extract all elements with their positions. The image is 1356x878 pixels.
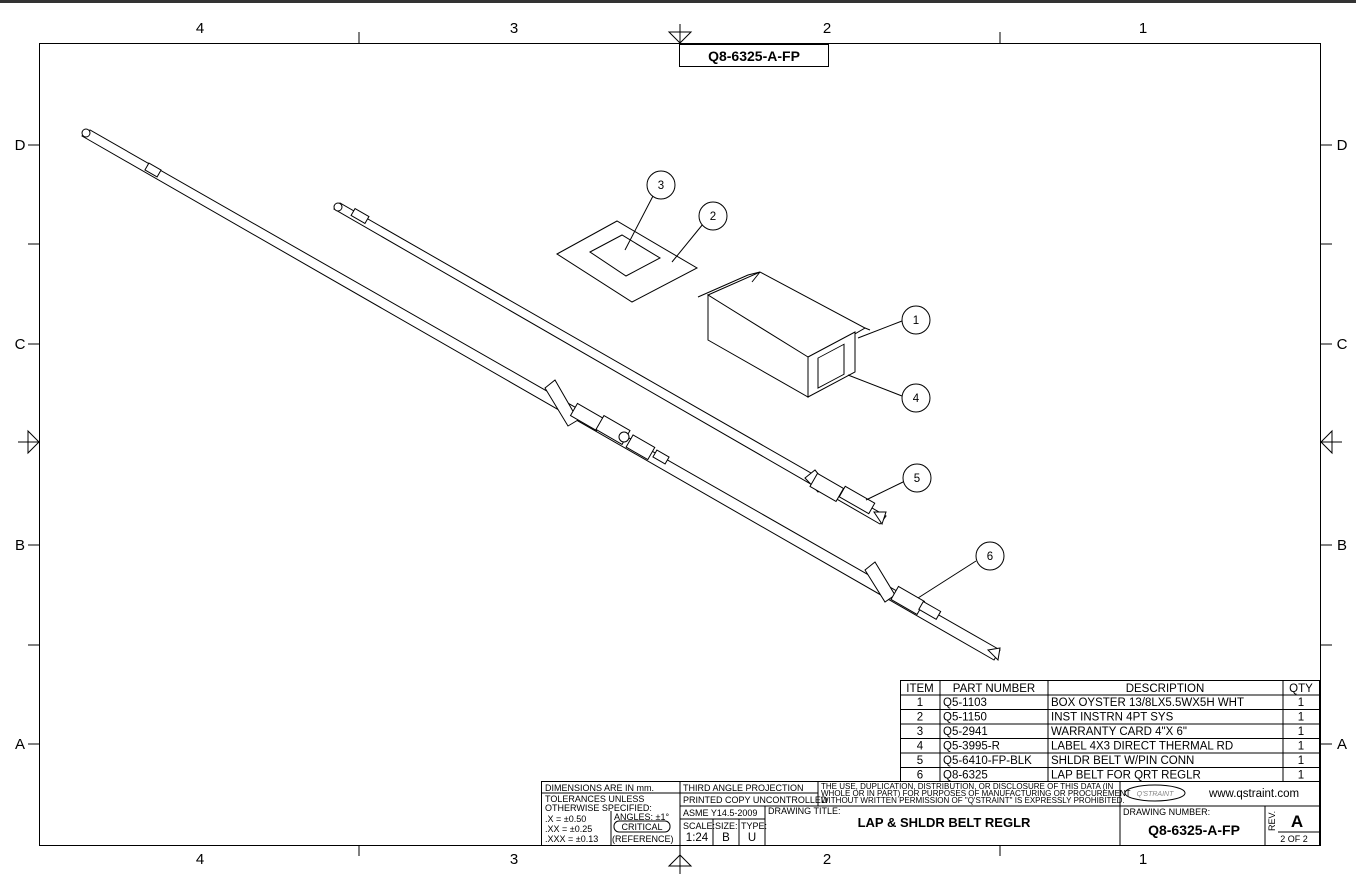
bom-cell-desc: SHLDR BELT W/PIN CONN bbox=[1051, 755, 1194, 767]
bom-header-part: PART NUMBER bbox=[953, 683, 1035, 695]
tb-rev: A bbox=[1291, 812, 1303, 831]
balloon-5: 5 bbox=[902, 463, 932, 493]
zone-col-2: 2 bbox=[823, 20, 831, 37]
bom-cell-qty: 1 bbox=[1298, 726, 1304, 738]
bom-cell-item: 4 bbox=[917, 741, 924, 753]
bom-cell-desc: LAP BELT FOR QRT REGLR bbox=[1051, 770, 1201, 782]
tb-angles: ANGLES: ±1° bbox=[614, 812, 669, 822]
bom-header-desc: DESCRIPTION bbox=[1126, 683, 1205, 695]
warranty-card-drawing bbox=[556, 220, 699, 303]
tb-x2: .XX = ±0.25 bbox=[545, 824, 592, 834]
bom-cell-part: Q5-2941 bbox=[943, 726, 988, 738]
tb-x1: .X = ±0.50 bbox=[545, 814, 586, 824]
tb-size: B bbox=[722, 832, 730, 844]
tb-rev-label: REV. bbox=[1267, 811, 1277, 831]
bom-cell-desc: BOX OYSTER 13/8LX5.5WX5H WHT bbox=[1051, 697, 1244, 709]
bom-cell-part: Q5-6410-FP-BLK bbox=[943, 755, 1032, 767]
sheet-label: Q8-6325-A-FP bbox=[708, 48, 800, 64]
tb-reference: (REFERENCE) bbox=[612, 834, 674, 844]
tb-asme: ASME Y14.5-2009 bbox=[683, 808, 757, 818]
qstraint-logo-text: Q'STRAINT bbox=[1137, 791, 1174, 798]
tb-tol1: TOLERANCES UNLESS bbox=[545, 794, 644, 804]
zone-row-c-right: C bbox=[1337, 336, 1348, 353]
bom-cell-qty: 1 bbox=[1298, 755, 1304, 767]
tb-size-label: SIZE: bbox=[715, 821, 738, 831]
tb-drawing-title: LAP & SHLDR BELT REGLR bbox=[858, 815, 1031, 830]
bom-cell-item: 3 bbox=[917, 726, 923, 738]
svg-text:2: 2 bbox=[710, 211, 716, 223]
zone-ticks bbox=[18, 24, 1342, 874]
bom-table: ITEM PART NUMBER DESCRIPTION QTY bbox=[900, 680, 1320, 782]
zone-col-1-bottom: 1 bbox=[1139, 851, 1147, 868]
tb-drawing-number: Q8-6325-A-FP bbox=[1148, 822, 1240, 838]
balloon-1: 1 bbox=[901, 305, 931, 335]
tb-notice-2: WHOLE OR IN PART) FOR PURPOSES OF MANUFA… bbox=[821, 789, 1131, 798]
bom-cell-desc: LABEL 4X3 DIRECT THERMAL RD bbox=[1051, 741, 1233, 753]
balloon-4: 4 bbox=[901, 383, 931, 413]
bom-cell-desc: WARRANTY CARD 4"X 6" bbox=[1051, 726, 1187, 738]
bom-cell-qty: 1 bbox=[1298, 712, 1304, 724]
bom-cell-item: 1 bbox=[917, 697, 923, 709]
zone-row-d-right: D bbox=[1337, 137, 1348, 154]
tb-type: U bbox=[748, 832, 756, 844]
tb-notice-3: WITHOUT WRITTEN PERMISSION OF "Q'STRAINT… bbox=[821, 796, 1125, 805]
zone-col-3-bottom: 3 bbox=[510, 851, 518, 868]
balloon-2: 2 bbox=[698, 201, 728, 231]
svg-text:1: 1 bbox=[913, 315, 919, 327]
balloon-3: 3 bbox=[646, 170, 676, 200]
zone-col-2-bottom: 2 bbox=[823, 851, 831, 868]
bom-header-item: ITEM bbox=[906, 683, 933, 695]
bom-cell-qty: 1 bbox=[1298, 697, 1304, 709]
svg-text:3: 3 bbox=[658, 180, 664, 192]
bom-cell-item: 5 bbox=[917, 755, 923, 767]
zone-col-1: 1 bbox=[1139, 20, 1147, 37]
bom-cell-qty: 1 bbox=[1298, 741, 1304, 753]
tb-sheet: 2 OF 2 bbox=[1280, 834, 1308, 844]
bom-cell-item: 2 bbox=[917, 712, 923, 724]
tb-type-label: TYPE: bbox=[741, 821, 767, 831]
bom-cell-part: Q5-3995-R bbox=[943, 741, 1000, 753]
bom-cell-qty: 1 bbox=[1298, 770, 1304, 782]
tb-projection: THIRD ANGLE PROJECTION bbox=[683, 783, 804, 793]
qstraint-logo bbox=[1124, 784, 1186, 802]
window-top-bar bbox=[0, 0, 1356, 3]
tb-dims: DIMENSIONS ARE IN mm. bbox=[545, 783, 654, 793]
zone-row-a-right: A bbox=[1337, 736, 1347, 753]
tb-drawing-number-label: DRAWING NUMBER: bbox=[1123, 807, 1210, 817]
tb-printed: PRINTED COPY UNCONTROLLED bbox=[683, 795, 828, 805]
tb-scale-label: SCALE: bbox=[683, 821, 715, 831]
tb-critical: CRITICAL bbox=[621, 822, 662, 832]
svg-text:4: 4 bbox=[913, 393, 920, 405]
svg-text:6: 6 bbox=[987, 551, 993, 563]
bom-cell-desc: INST INSTRN 4PT SYS bbox=[1051, 712, 1174, 724]
zone-col-4-bottom: 4 bbox=[196, 851, 204, 868]
zone-row-b-right: B bbox=[1337, 537, 1347, 554]
shoulder-belt-drawing bbox=[333, 202, 887, 526]
tb-scale: 1:24 bbox=[686, 832, 709, 844]
tb-x3: .XXX = ±0.13 bbox=[545, 834, 598, 844]
zone-row-b: B bbox=[15, 537, 25, 554]
tb-tol2: OTHERWISE SPECIFIED: bbox=[545, 803, 652, 813]
svg-text:5: 5 bbox=[914, 473, 920, 485]
sheet-label-box bbox=[679, 44, 829, 67]
tb-notice-1: THE USE, DUPLICATION, DISTRIBUTION, OR D… bbox=[821, 782, 1114, 791]
title-block bbox=[541, 781, 1320, 846]
balloon-6: 6 bbox=[975, 541, 1005, 571]
box-drawing bbox=[697, 271, 871, 398]
bom-cell-part: Q5-1150 bbox=[943, 712, 987, 724]
bom-cell-part: Q8-6325 bbox=[943, 770, 988, 782]
zone-row-d: D bbox=[15, 137, 26, 154]
tb-drawing-title-label: DRAWING TITLE: bbox=[768, 806, 841, 816]
lap-belt-drawing bbox=[81, 128, 1001, 662]
bom-cell-item: 6 bbox=[917, 770, 923, 782]
zone-row-a: A bbox=[15, 736, 25, 753]
bom-header-qty: QTY bbox=[1289, 683, 1313, 695]
zone-col-3: 3 bbox=[510, 20, 518, 37]
zone-col-4: 4 bbox=[196, 20, 204, 37]
bom-cell-part: Q5-1103 bbox=[943, 697, 987, 709]
zone-row-c: C bbox=[15, 336, 26, 353]
tb-url: www.qstraint.com bbox=[1208, 788, 1299, 800]
balloon-leaders bbox=[624, 195, 977, 599]
